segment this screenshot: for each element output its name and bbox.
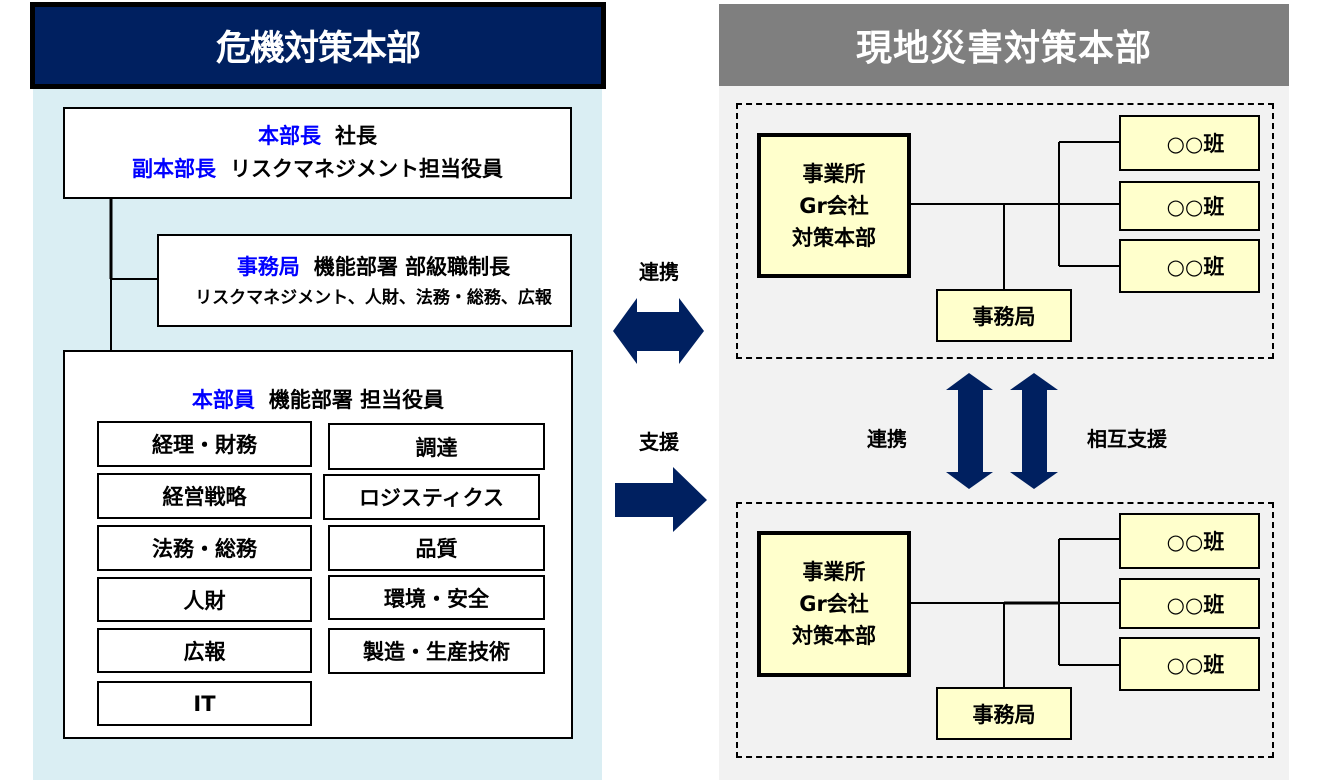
hq-leader-value: 社長 <box>335 124 377 148</box>
secretariat-detail: リスクマネジメント、人財、法務・総務、広報 <box>195 287 552 308</box>
hq-leader-label: 本部長 <box>258 124 321 148</box>
support-label: 支援 <box>639 429 679 454</box>
deputy-leader-line: 副本部長リスクマネジメント担当役員 <box>132 153 503 186</box>
site-hq-line: 対策本部 <box>792 624 876 648</box>
hq-leader-box: 本部長社長 副本部長リスクマネジメント担当役員 <box>63 107 572 199</box>
arrow-right-icon <box>615 467 707 532</box>
site-secretariat-box: 事務局 <box>936 687 1072 740</box>
team-label: ○○班 <box>1166 195 1225 219</box>
team-box: ○○班 <box>1119 115 1260 171</box>
mutual-support-label: 相互支援 <box>1087 426 1167 451</box>
site-hq-box: 事業所 Gr会社 対策本部 <box>757 531 911 677</box>
secretariat-label: 事務局 <box>236 254 300 279</box>
onsite-hq-header: 現地災害対策本部 <box>719 4 1289 86</box>
members-value: 機能部署 担当役員 <box>268 388 445 412</box>
secretariat-box: 事務局機能部署 部級職制長 リスクマネジメント、人財、法務・総務、広報 <box>157 234 572 327</box>
site-hq-line: Gr会社 <box>799 193 869 218</box>
department-box: 環境・安全 <box>328 575 545 620</box>
secretariat-value: 機能部署 部級職制長 <box>313 254 511 279</box>
team-label: ○○班 <box>1166 530 1225 554</box>
department-box: 品質 <box>328 525 545 571</box>
team-box: ○○班 <box>1119 239 1260 293</box>
team-box: ○○班 <box>1119 513 1260 569</box>
members-label: 本部員 <box>191 388 255 412</box>
department-box: ロジスティクス <box>323 474 540 520</box>
site-hq-line: 事業所 <box>802 161 866 186</box>
team-label: ○○班 <box>1166 653 1225 677</box>
site-secretariat-box: 事務局 <box>936 289 1072 342</box>
crisis-hq-header: 危機対策本部 <box>30 2 606 89</box>
team-label: ○○班 <box>1166 132 1225 156</box>
members-line: 本部員機能部署 担当役員 <box>65 382 571 416</box>
deputy-leader-label: 副本部長 <box>132 157 216 181</box>
hq-leader-line: 本部長社長 <box>258 120 377 153</box>
site-hq-line: 対策本部 <box>792 225 876 250</box>
department-box: IT <box>97 681 312 726</box>
team-box: ○○班 <box>1119 181 1260 231</box>
secretariat-line: 事務局機能部署 部級職制長 <box>237 250 510 284</box>
onsite-unit-frame <box>736 103 1274 359</box>
department-box: 広報 <box>97 628 312 673</box>
unit-cooperation-label: 連携 <box>867 426 907 451</box>
site-hq-line: Gr会社 <box>799 592 869 616</box>
team-box: ○○班 <box>1119 578 1260 629</box>
department-box: 調達 <box>328 423 545 470</box>
department-box: 法務・総務 <box>97 525 312 571</box>
site-hq-line: 事業所 <box>802 560 866 584</box>
cooperation-label: 連携 <box>639 259 679 284</box>
department-box: 経営戦略 <box>97 473 312 519</box>
team-label: ○○班 <box>1166 592 1225 617</box>
department-box: 経理・財務 <box>97 421 312 467</box>
team-label: ○○班 <box>1166 255 1225 279</box>
site-hq-box: 事業所 Gr会社 対策本部 <box>757 133 911 278</box>
department-box: 製造・生産技術 <box>328 628 545 674</box>
onsite-hq-title: 現地災害対策本部 <box>855 28 1152 69</box>
department-box: 人財 <box>97 577 312 622</box>
onsite-unit-frame <box>736 502 1274 758</box>
double-arrow-horizontal-icon <box>613 298 704 364</box>
deputy-leader-value: リスクマネジメント担当役員 <box>230 157 503 181</box>
team-box: ○○班 <box>1119 637 1260 691</box>
crisis-hq-title: 危機対策本部 <box>215 29 421 69</box>
